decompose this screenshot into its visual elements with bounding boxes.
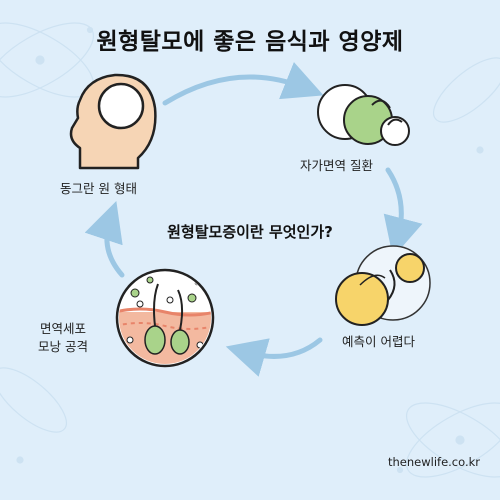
- footer-url: thenewlife.co.kr: [388, 455, 481, 469]
- arrow-bottom: [225, 337, 323, 377]
- arrow-left: [84, 201, 125, 278]
- hair-follicle-icon: [115, 268, 215, 368]
- step-label-attack-line1: 면역세포: [39, 321, 86, 336]
- head-profile-icon: [69, 73, 157, 170]
- scattered-circles-icon: [335, 245, 431, 326]
- arrow-top: [162, 62, 324, 106]
- page-title: 원형탈모에 좋은 음식과 영양제: [96, 29, 404, 55]
- step-label-attack: 면역세포 모낭 공격: [38, 320, 88, 356]
- step-label-unpredictable: 예측이 어렵다: [342, 334, 415, 349]
- cycle-arrows: [84, 62, 423, 377]
- center-question: 원형탈모증이란 무엇인가?: [167, 223, 333, 241]
- step-label-attack-line2: 모낭 공격: [38, 339, 88, 355]
- step-label-shape: 동그란 원 형태: [60, 181, 137, 196]
- step-label-autoimmune: 자가면역 질환: [300, 158, 373, 173]
- overlapping-circles-icon: [317, 84, 410, 146]
- arrow-right: [383, 167, 423, 258]
- background-decoration: [0, 22, 500, 478]
